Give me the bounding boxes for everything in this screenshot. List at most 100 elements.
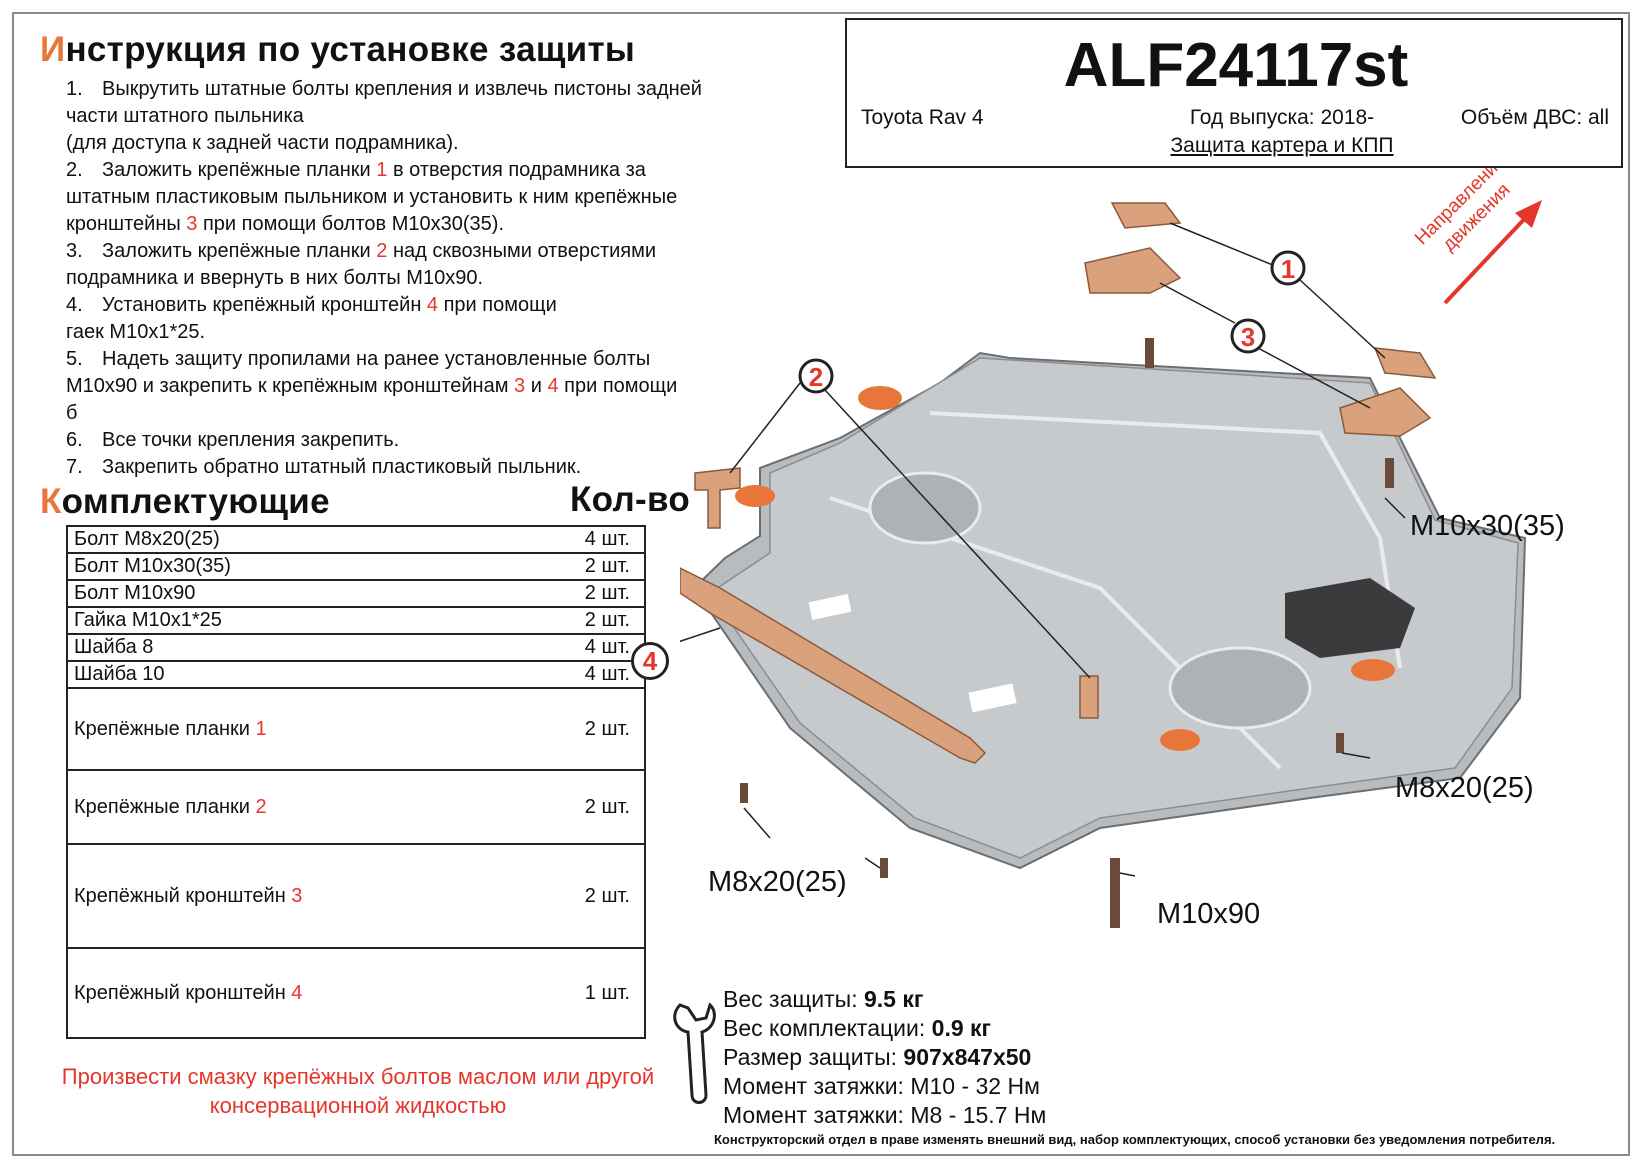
- bolt: [1336, 733, 1344, 753]
- step-text: Закрепить обратно штатный пластиковый пы…: [102, 456, 582, 478]
- lubrication-note: Произвести смазку крепёжных болтов масло…: [61, 1064, 655, 1118]
- part-name: Болт М10х30(35): [66, 552, 521, 581]
- skid-plate-hole: [904, 927, 906, 929]
- part-name: Шайба 10: [66, 660, 521, 689]
- bracket-row: Крепёжные планки 1 2 шт.: [66, 687, 647, 771]
- callout-2: [798, 358, 834, 394]
- parts-table: Болт М8х20(25)4 шт.Болт М10х30(35)2 шт.Б…: [66, 525, 647, 1039]
- bracket-number: 2: [255, 795, 267, 818]
- spec-label: Вес защиты:: [723, 986, 864, 1012]
- leader-line: [1119, 872, 1136, 877]
- part-qty: 2 шт.: [520, 552, 647, 581]
- bolt: [1385, 458, 1394, 488]
- part-number: 3: [186, 213, 198, 235]
- title-initial: И: [40, 30, 66, 69]
- leader-line: [1169, 222, 1281, 269]
- part-number: 1: [376, 159, 388, 181]
- step-line: подрамника и ввернуть в них болты М10х90…: [66, 267, 484, 289]
- label-m10x30: M10x30(35): [1410, 510, 1565, 542]
- step-text: М10х90 и закрепить к крепёжным кронштейн…: [66, 375, 515, 397]
- step-line: 4.Установить крепёжный кронштейн 4 при п…: [66, 292, 766, 319]
- plate-1: [1110, 202, 1182, 229]
- page-title: Инструкция по установке защиты: [40, 30, 635, 70]
- bolt: [1110, 858, 1120, 928]
- leader-line: [729, 382, 801, 474]
- step-line: части штатного пыльника: [66, 105, 304, 127]
- step-number: 7.: [66, 456, 83, 478]
- callout-3: [1230, 318, 1266, 354]
- step-text: в отверстия подрамника за: [387, 159, 646, 181]
- part-qty: 2 шт.: [520, 606, 647, 635]
- bracket-label: Крепёжный кронштейн: [74, 981, 292, 1004]
- step-text: над сквозными отверстиями: [387, 240, 657, 262]
- pad: [735, 485, 775, 507]
- leader-line: [680, 627, 721, 643]
- part-number: 2: [376, 240, 388, 262]
- spec-value: 0.9 кг: [931, 1015, 992, 1041]
- part-name: Гайка М10х1*25: [66, 606, 521, 635]
- leader-line: [824, 389, 1091, 679]
- step-text: при помощи болтов М10х30(35).: [197, 213, 504, 235]
- part-name-text: Защита картера и КПП: [1170, 134, 1394, 157]
- step-number: 5.: [66, 348, 83, 370]
- part-name: Болт М8х20(25): [66, 525, 521, 554]
- bracket-number: 1: [255, 717, 267, 740]
- part-qty: 4 шт.: [520, 525, 647, 554]
- step-text: Установить крепёжный кронштейн: [102, 294, 427, 316]
- bracket-qty: 1 шт.: [520, 947, 647, 1039]
- step-number: 6.: [66, 429, 83, 451]
- part-qty: 4 шт.: [520, 660, 647, 689]
- skid-plate-dark-panel: [1285, 578, 1415, 658]
- spec-line: Размер защиты: 907x847x50: [723, 1043, 1046, 1072]
- model-code: ALF24117st: [1063, 31, 1409, 100]
- spec-label: Момент затяжки: М8 - 15.7 Нм: [723, 1102, 1047, 1128]
- step-number: 4.: [66, 294, 83, 316]
- bracket-qty: 2 шт.: [520, 769, 647, 845]
- pad: [1351, 659, 1395, 681]
- step-text: Надеть защиту пропилами на ранее установ…: [102, 348, 651, 370]
- leader-line: [1299, 279, 1386, 359]
- pad: [858, 386, 902, 410]
- spec-label: Момент затяжки: М10 - 32 Нм: [723, 1073, 1040, 1099]
- step-number: 2.: [66, 159, 83, 181]
- car-model: Toyota Rav 4: [861, 106, 984, 129]
- spec-line: Момент затяжки: М10 - 32 Нм: [723, 1072, 1046, 1101]
- spec-line: Момент затяжки: М8 - 15.7 Нм: [723, 1101, 1046, 1130]
- part-name: Защита картера и КПП: [1117, 134, 1447, 158]
- step-line: 7. Закрепить обратно штатный пластиковый …: [66, 454, 766, 481]
- skid-plate-slot: [808, 594, 852, 620]
- title-text: нструкция по установке защиты: [65, 30, 636, 69]
- step-line: 1.Выкрутить штатные болты крепления и из…: [66, 76, 766, 103]
- bracket-4: [680, 567, 987, 764]
- bolt: [880, 858, 888, 878]
- bolt: [740, 783, 748, 803]
- part-name: Шайба 8: [66, 633, 521, 662]
- leader-line: [1341, 752, 1371, 759]
- bracket-label: Крепёжные планки: [74, 717, 256, 740]
- bracket-qty: 2 шт.: [520, 687, 647, 771]
- parts-heading: Комплектующие: [40, 482, 330, 522]
- skid-plate-slot: [968, 683, 1017, 713]
- qty-heading: Кол-во: [570, 480, 690, 519]
- step-text: Заложить крепёжные планки: [102, 240, 377, 262]
- spec-label: Вес комплектации:: [723, 1015, 932, 1041]
- spec-line: Вес комплектации: 0.9 кг: [723, 1014, 1046, 1043]
- parts-row: Болт М10х30(35)2 шт.: [66, 552, 647, 581]
- part-qty: 2 шт.: [520, 579, 647, 608]
- parts-heading-initial: К: [40, 482, 62, 521]
- part-number: 3: [514, 375, 526, 397]
- step-text: при помощи: [558, 375, 678, 397]
- bracket-name: Крепёжные планки 2: [66, 769, 521, 845]
- footer-disclaimer: Конструкторский отдел в праве изменять в…: [714, 1132, 1556, 1147]
- part-number: 4: [426, 294, 439, 316]
- bracket-number: 3: [291, 884, 303, 907]
- spec-value: 907x847x50: [903, 1044, 1032, 1070]
- step-text: и: [525, 375, 548, 397]
- label-m8-right: M8x20(25): [1395, 772, 1534, 804]
- step-line: (для доступа к задней части подрамника).: [66, 132, 459, 154]
